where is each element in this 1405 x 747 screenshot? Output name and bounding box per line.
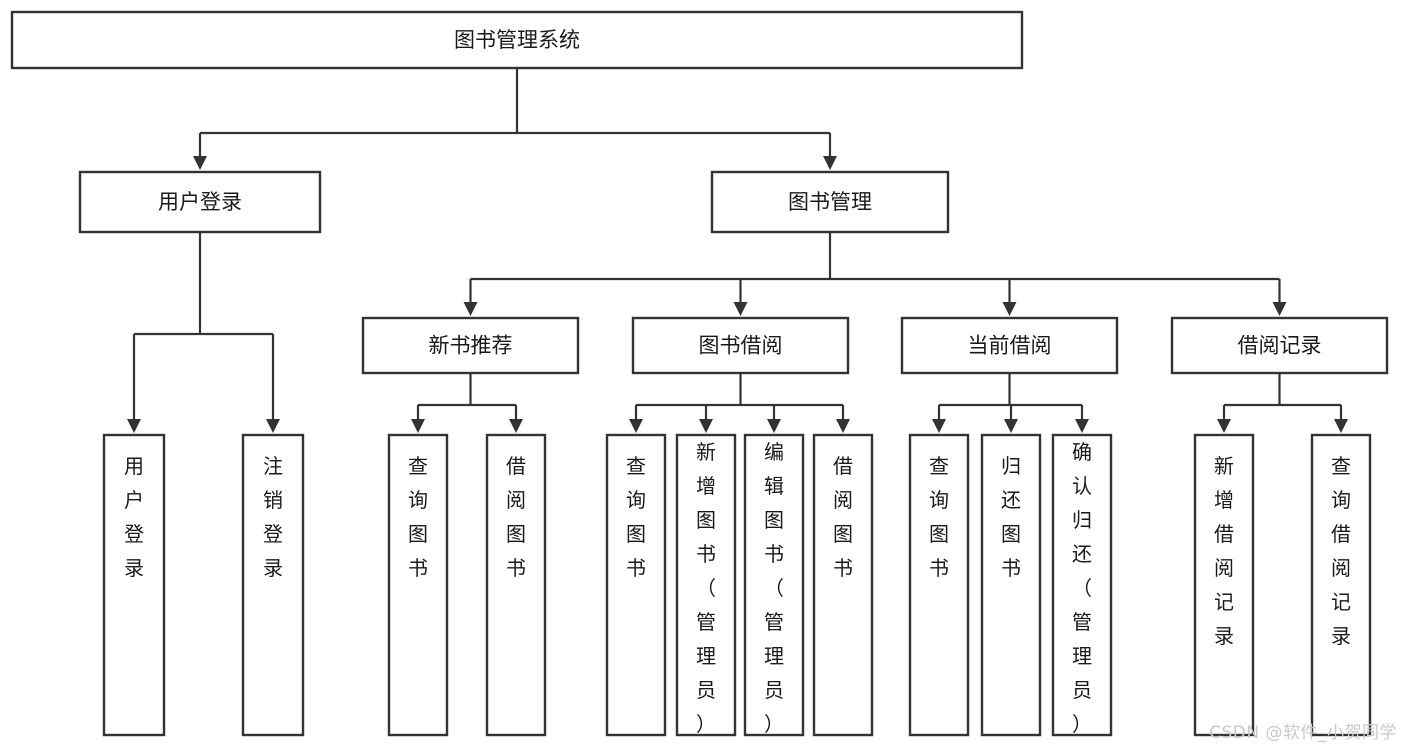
node-box-query-book-1[interactable] [387,433,449,737]
node-box-book-management[interactable] [710,170,950,234]
node-box-user-login-do[interactable] [102,433,166,737]
book-management-to-borrow-record-arrowhead [1272,302,1287,316]
node-label-borrow-book-1: 借阅图书 [506,454,526,580]
root-to-book-management-arrowhead [823,156,837,170]
book-management-to-new-book-recommend-arrowhead [463,302,478,316]
node-query-book-2[interactable]: 查询图书 [605,433,667,737]
user-login-to-user-login-do-arrowhead [127,419,141,433]
node-borrow-book-2[interactable]: 借阅图书 [812,433,874,737]
node-box-add-borrow-record[interactable] [1193,433,1255,737]
node-box-current-borrow[interactable] [900,316,1119,375]
new-book-recommend-to-query-book-1-arrowhead [411,419,425,433]
node-user-logout[interactable]: 注销登录 [241,433,305,737]
node-query-borrow-record[interactable]: 查询借阅记录 [1310,433,1372,737]
node-label-query-book-3: 查询图书 [929,454,949,580]
borrow-record-to-query-borrow-record-arrowhead [1334,419,1348,433]
book-borrow-to-add-book-admin-arrowhead [699,419,713,433]
node-label-user-login-do: 用户登录 [124,454,144,580]
node-query-book-1[interactable]: 查询图书 [387,433,449,737]
new-book-recommend-to-borrow-book-1-arrowhead [509,419,523,433]
node-label-add-borrow-record: 新增借阅记录 [1214,454,1234,648]
node-box-new-book-recommend[interactable] [361,316,580,375]
node-label-root: 图书管理系统 [454,28,580,52]
node-label-query-book-1: 查询图书 [408,454,428,580]
node-box-query-book-3[interactable] [908,433,970,737]
node-layer: 图书管理系统用户登录用户登录注销登录图书管理新书推荐查询图书借阅图书图书借阅查询… [10,10,1389,737]
node-add-borrow-record[interactable]: 新增借阅记录 [1193,433,1255,737]
book-borrow-to-borrow-book-2-arrowhead [836,419,850,433]
connector-layer [127,68,1348,433]
node-label-query-book-2: 查询图书 [626,454,646,580]
node-box-confirm-return-admin[interactable] [1051,433,1113,737]
node-label-confirm-return-admin: 确认归还（管理员） [1072,440,1092,736]
current-borrow-to-return-book-arrowhead [1004,419,1018,433]
node-box-root[interactable] [10,10,1024,70]
node-label-borrow-book-2: 借阅图书 [833,454,853,580]
root-to-user-login-arrowhead [193,156,207,170]
book-management-to-current-borrow-arrowhead [1002,302,1017,316]
node-label-book-management: 图书管理 [788,190,872,214]
node-return-book[interactable]: 归还图书 [980,433,1042,737]
node-label-book-borrow: 图书借阅 [699,334,783,358]
node-label-new-book-recommend: 新书推荐 [429,334,513,358]
node-root[interactable]: 图书管理系统 [10,10,1024,70]
node-box-query-book-2[interactable] [605,433,667,737]
node-label-query-borrow-record: 查询借阅记录 [1331,454,1351,648]
book-borrow-to-query-book-2-arrowhead [629,419,643,433]
node-borrow-book-1[interactable]: 借阅图书 [485,433,547,737]
node-box-return-book[interactable] [980,433,1042,737]
node-book-management[interactable]: 图书管理 [710,170,950,234]
node-query-book-3[interactable]: 查询图书 [908,433,970,737]
node-current-borrow[interactable]: 当前借阅 [900,316,1119,375]
node-box-borrow-book-2[interactable] [812,433,874,737]
node-label-return-book: 归还图书 [1001,454,1021,580]
node-label-current-borrow: 当前借阅 [968,334,1052,358]
user-login-to-user-logout-arrowhead [266,419,280,433]
node-edit-book-admin[interactable]: 编辑图书（管理员） [743,433,805,737]
node-box-user-logout[interactable] [241,433,305,737]
node-confirm-return-admin[interactable]: 确认归还（管理员） [1051,433,1113,737]
node-borrow-record[interactable]: 借阅记录 [1170,316,1389,375]
node-add-book-admin[interactable]: 新增图书（管理员） [675,433,737,737]
node-label-edit-book-admin: 编辑图书（管理员） [764,440,784,736]
node-box-book-borrow[interactable] [631,316,850,375]
node-box-edit-book-admin[interactable] [743,433,805,737]
node-new-book-recommend[interactable]: 新书推荐 [361,316,580,375]
node-book-borrow[interactable]: 图书借阅 [631,316,850,375]
book-borrow-to-edit-book-admin-arrowhead [767,419,781,433]
current-borrow-to-query-book-3-arrowhead [932,419,946,433]
node-box-query-borrow-record[interactable] [1310,433,1372,737]
node-box-user-login[interactable] [78,170,322,234]
node-box-borrow-book-1[interactable] [485,433,547,737]
node-user-login[interactable]: 用户登录 [78,170,322,234]
borrow-record-to-add-borrow-record-arrowhead [1217,419,1231,433]
node-box-borrow-record[interactable] [1170,316,1389,375]
node-label-user-login: 用户登录 [158,190,242,214]
node-label-borrow-record: 借阅记录 [1238,334,1322,358]
node-user-login-do[interactable]: 用户登录 [102,433,166,737]
node-label-user-logout: 注销登录 [263,454,283,580]
book-management-to-book-borrow-arrowhead [733,302,748,316]
node-label-add-book-admin: 新增图书（管理员） [696,440,716,736]
node-box-add-book-admin[interactable] [675,433,737,737]
current-borrow-to-confirm-return-admin-arrowhead [1075,419,1089,433]
